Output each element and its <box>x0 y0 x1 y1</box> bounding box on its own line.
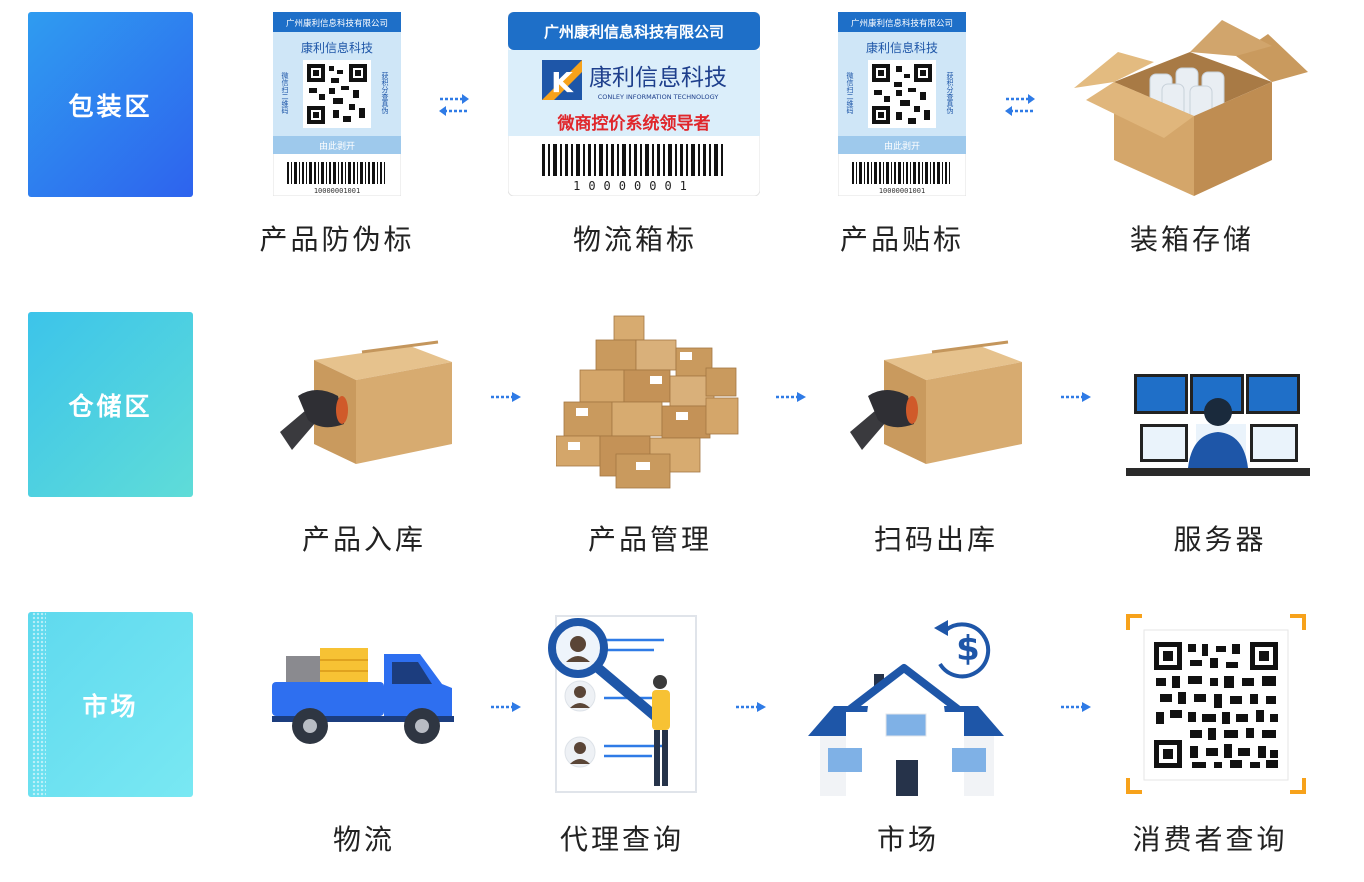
arrow-right-icon <box>491 702 521 712</box>
step-caption: 产品贴标 <box>839 223 965 256</box>
consumer-qr-image <box>1126 614 1306 794</box>
wheel-icon <box>404 708 440 744</box>
person-icon <box>652 675 670 786</box>
avatar <box>564 680 596 712</box>
label-brand: 康利信息科技 <box>866 40 938 55</box>
avatar <box>564 736 596 768</box>
zone-packaging: 包装区 <box>28 12 193 197</box>
step-caption: 产品入库 <box>301 523 427 556</box>
label-verify-hint: 获积分查真伪 <box>946 71 954 115</box>
label-company: 广州康利信息科技有限公司 <box>544 23 724 41</box>
barcode-scanner-icon <box>850 390 918 450</box>
truck-image <box>272 648 454 744</box>
barcode-icon <box>542 144 723 176</box>
server-monitors-image <box>1126 374 1310 476</box>
operator-icon <box>1188 398 1248 468</box>
qr-code-icon <box>1154 642 1278 768</box>
arrow-right-icon <box>776 392 806 402</box>
open-carton-image <box>1074 20 1308 196</box>
step-caption: 物流 <box>332 823 396 856</box>
qr-code-icon <box>868 60 936 128</box>
bidirectional-arrow-icon <box>439 94 469 116</box>
stacked-boxes-image <box>556 315 739 489</box>
agent-query-image <box>548 615 697 793</box>
label-company: 广州康利信息科技有限公司 <box>851 18 953 29</box>
logo-letter: K <box>551 66 574 99</box>
label-brand: 康利信息科技 <box>301 40 373 55</box>
label-number: 10000001001 <box>879 187 925 195</box>
anti-counterfeit-label-image: 广州康利信息科技有限公司 康利信息科技 微信扫二维码 获积分查真伪 由此剥开 1… <box>273 12 401 196</box>
zone-label: 市场 <box>82 691 139 721</box>
step-caption: 消费者查询 <box>1132 823 1288 856</box>
label-company: 广州康利信息科技有限公司 <box>286 18 388 29</box>
arrow-right-icon <box>1061 392 1091 402</box>
step-caption: 物流箱标 <box>572 223 698 256</box>
step-caption: 代理查询 <box>559 823 685 856</box>
dollar-cycle-icon: $ <box>934 620 991 679</box>
brand-name: 康利信息科技 <box>589 65 727 91</box>
barcode-icon <box>852 162 950 184</box>
bidirectional-arrow-icon <box>1005 94 1035 116</box>
step-caption: 服务器 <box>1173 523 1267 556</box>
wheel-icon <box>292 708 328 744</box>
label-scan-hint: 微信扫二维码 <box>281 71 289 115</box>
dot-pattern <box>32 612 46 797</box>
barcode-scanner-icon <box>280 390 348 450</box>
zone-warehouse: 仓储区 <box>28 312 193 497</box>
step-caption: 产品管理 <box>587 523 713 556</box>
zone-label: 包装区 <box>68 91 153 121</box>
zone-label: 仓储区 <box>68 391 153 421</box>
label-scan-hint: 微信扫二维码 <box>846 71 854 115</box>
scanner-box-image <box>850 340 1022 464</box>
step-caption: 扫码出库 <box>873 523 999 556</box>
label-peel: 由此剥开 <box>319 140 355 152</box>
label-peel: 由此剥开 <box>884 140 920 152</box>
brand-name-en: CONLEY INFORMATION TECHNOLOGY <box>598 93 719 101</box>
arrow-right-icon <box>491 392 521 402</box>
qr-code-icon <box>303 60 371 128</box>
arrow-right-icon <box>1061 702 1091 712</box>
barcode-number: 10000001 <box>573 179 695 193</box>
magnifier-icon <box>548 618 667 727</box>
market-house-image: $ <box>808 620 1004 796</box>
arrow-right-icon <box>736 702 766 712</box>
company-logo-icon: K <box>542 60 582 100</box>
scan-frame-icon <box>1126 614 1306 794</box>
step-caption: 装箱存储 <box>1129 223 1255 256</box>
scanner-box-image <box>280 340 452 464</box>
logistics-box-label-image: 广州康利信息科技有限公司 K 康利信息科技 CONLEY INFORMATION… <box>508 12 760 196</box>
step-caption: 市场 <box>876 823 940 856</box>
zone-market: 市场 <box>28 612 193 797</box>
barcode-icon <box>287 162 385 184</box>
product-label-image: 广州康利信息科技有限公司 康利信息科技 微信扫二维码 获积分查真伪 由此剥开 1… <box>838 12 966 196</box>
label-number: 10000001001 <box>314 187 360 195</box>
step-caption: 产品防伪标 <box>259 223 415 256</box>
slogan: 微商控价系统领导者 <box>557 113 711 134</box>
dollar-sign: $ <box>956 629 980 669</box>
label-verify-hint: 获积分查真伪 <box>381 71 389 115</box>
